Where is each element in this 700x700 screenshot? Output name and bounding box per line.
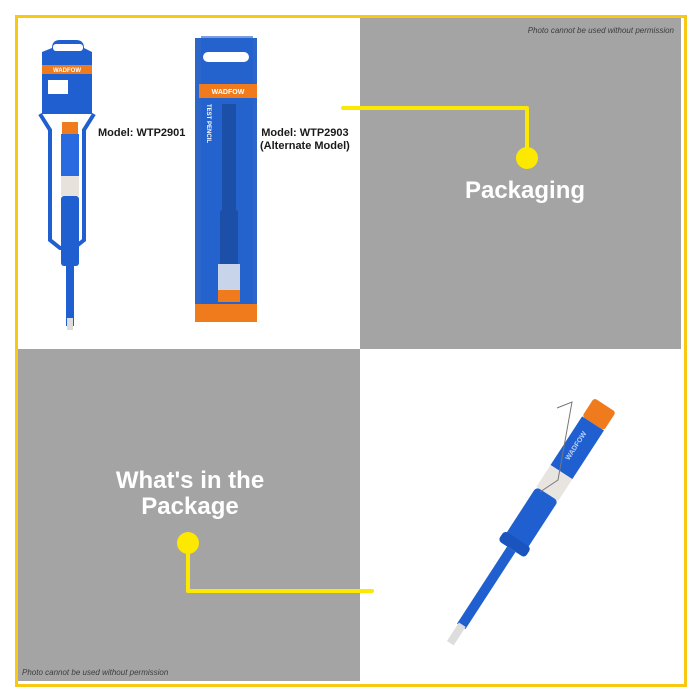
voltage-tester-pen-image: WADFOW bbox=[446, 399, 615, 646]
heading-line-2: Package bbox=[141, 493, 239, 520]
model-wtp2903-note: (Alternate Model) bbox=[260, 140, 350, 152]
product-wtp2901-packaging-image: WADFOW bbox=[38, 40, 96, 330]
permission-notice-bottom: Photo cannot be used without permission bbox=[22, 668, 169, 677]
model-wtp2903-name: Model: WTP2903 bbox=[261, 127, 349, 139]
svg-text:WADFOW: WADFOW bbox=[212, 89, 245, 96]
product-wtp2903-packaging-image: WADFOW TEST PENCIL bbox=[195, 36, 257, 322]
model-wtp2901-label: Model: WTP2901 bbox=[98, 127, 186, 139]
svg-text:TEST PENCIL: TEST PENCIL bbox=[205, 104, 211, 143]
permission-notice-top: Photo cannot be used without permission bbox=[527, 26, 674, 35]
yellow-frame bbox=[15, 15, 687, 687]
panel-packaging-label bbox=[360, 18, 681, 349]
heading-line-1: What's in the bbox=[115, 467, 265, 494]
model-wtp2903-label: Model: WTP2903 (Alternate Model) bbox=[260, 127, 350, 153]
svg-text:WADFOW: WADFOW bbox=[53, 68, 81, 74]
panel-contents-label bbox=[18, 349, 360, 681]
whats-in-package-heading: What's in the Package bbox=[90, 468, 290, 520]
packaging-heading: Packaging bbox=[464, 177, 586, 204]
